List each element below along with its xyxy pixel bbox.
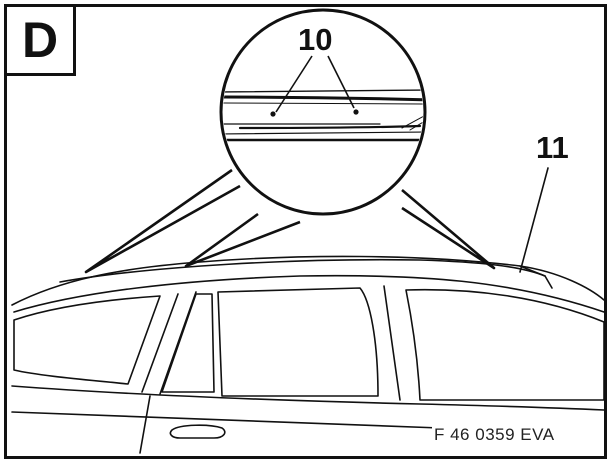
detail-rail-top (223, 89, 423, 93)
front-window (13, 295, 161, 385)
detail-rail-end (401, 115, 423, 131)
callout-11: 11 (536, 130, 569, 165)
door-handle (169, 424, 226, 439)
roof-rail (59, 258, 546, 283)
detail-rail-thick (223, 95, 423, 102)
door-pillar (141, 293, 179, 393)
quarter-window (161, 293, 215, 393)
magnifier-funnel-right (401, 189, 496, 270)
c-pillar (383, 285, 401, 401)
callout-10: 10 (298, 22, 333, 57)
door-seam (139, 395, 151, 454)
detail-rail-2 (223, 102, 423, 105)
magnifier-funnel-left (84, 168, 241, 274)
detail-rail-5 (223, 131, 423, 135)
panel-letter: D (4, 4, 76, 76)
roof-rail-lower (13, 274, 605, 313)
rear-window (405, 288, 605, 401)
magnifier-circle (219, 8, 427, 216)
detail-rail-4 (238, 124, 422, 130)
belt-line (11, 385, 605, 411)
leader-10a (275, 55, 313, 113)
point-10a (270, 111, 276, 117)
middle-window (217, 287, 379, 397)
lower-body-line (11, 411, 441, 429)
leader-10b (327, 55, 355, 109)
magnifier-funnel-mid (184, 212, 301, 268)
point-10b (353, 109, 359, 115)
leader-11 (519, 167, 549, 273)
roof-rail-edge (519, 265, 553, 289)
figure-code: F 46 0359 EVA (432, 425, 557, 444)
